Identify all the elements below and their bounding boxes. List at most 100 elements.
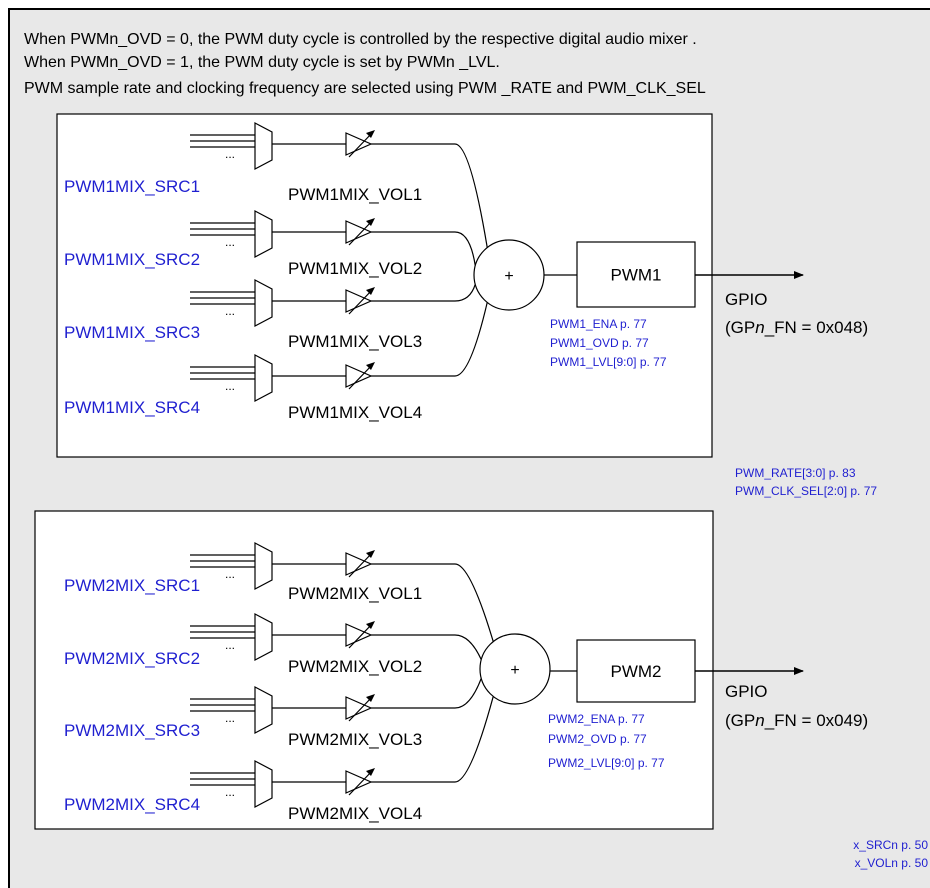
variable-gain-arrow-icon — [348, 131, 374, 158]
mix-volume-label: PWM2MIX_VOL1 — [288, 584, 422, 603]
variable-gain-arrow-head-icon — [366, 218, 375, 226]
volume-amplifier-icon — [345, 623, 373, 647]
pwm-block-label: PWM1 — [611, 266, 662, 285]
source-mux — [254, 122, 273, 170]
footer-ref-src: x_SRCn p. 50 — [853, 838, 928, 852]
variable-gain-arrow-icon — [348, 288, 374, 315]
footer-ref-vol: x_VOLn p. 50 — [855, 856, 929, 870]
input-ellipsis: ... — [225, 304, 235, 318]
pwm-block-label: PWM2 — [611, 662, 662, 681]
gpio-fn-suffix: _FN = 0x049) — [764, 711, 868, 730]
variable-gain-arrow-icon — [348, 219, 374, 246]
gpio-label: GPIO — [725, 682, 768, 701]
mix-source-label: PWM2MIX_SRC1 — [64, 576, 200, 595]
input-ellipsis: ... — [225, 235, 235, 249]
mix-source-label: PWM1MIX_SRC3 — [64, 323, 200, 342]
mix-volume-label: PWM2MIX_VOL2 — [288, 657, 422, 676]
mixer-input-row: ... PWM1MIX_SRC2 PWM1MIX_VOL2 — [64, 210, 476, 278]
input-ellipsis: ... — [225, 379, 235, 393]
mix-source-label: PWM1MIX_SRC2 — [64, 250, 200, 269]
gpio-fn-suffix: _FN = 0x048) — [764, 318, 868, 337]
volume-amplifier-icon — [345, 132, 373, 156]
mix-source-label: PWM2MIX_SRC2 — [64, 649, 200, 668]
input-ellipsis: ... — [225, 785, 235, 799]
volume-amplifier-icon — [345, 552, 373, 576]
mix-volume-label: PWM2MIX_VOL4 — [288, 804, 422, 823]
source-mux — [254, 354, 273, 402]
source-mux — [254, 686, 273, 734]
pwm-register-ref: PWM2_OVD p. 77 — [548, 732, 647, 746]
variable-gain-arrow-head-icon — [366, 550, 375, 558]
pwm-block — [576, 639, 696, 703]
variable-gain-arrow-head-icon — [366, 287, 375, 295]
gpio-function-label: (GPn_FN = 0x049) — [725, 711, 868, 730]
variable-gain-arrow-icon — [348, 695, 374, 722]
mixer-input-row: ... PWM2MIX_SRC1 PWM2MIX_VOL1 — [64, 542, 494, 642]
pwm-register-ref: PWM1_OVD p. 77 — [550, 336, 649, 350]
mix-volume-label: PWM1MIX_VOL4 — [288, 403, 422, 422]
source-mux — [254, 613, 273, 661]
shared-ref-rate: PWM_RATE[3:0] p. 83 — [735, 466, 856, 480]
gpio-fn-prefix: (GP — [725, 318, 755, 337]
pwm-block — [576, 241, 696, 308]
mix-source-label: PWM2MIX_SRC4 — [64, 795, 200, 814]
variable-gain-arrow-head-icon — [366, 130, 375, 138]
volume-amplifier-icon — [345, 696, 373, 720]
summer-plus-label: + — [510, 662, 519, 679]
summer-input-line — [371, 634, 482, 660]
summer-plus-label: + — [504, 268, 513, 285]
mix-volume-label: PWM2MIX_VOL3 — [288, 730, 422, 749]
gpio-fn-italic: n — [755, 318, 764, 337]
variable-gain-arrow-head-icon — [366, 362, 375, 370]
mix-volume-label: PWM1MIX_VOL1 — [288, 185, 422, 204]
shared-ref-clk-sel: PWM_CLK_SEL[2:0] p. 77 — [735, 484, 877, 498]
gpio-fn-italic: n — [755, 711, 764, 730]
gpio-fn-prefix: (GP — [725, 711, 755, 730]
mixer-input-row: ... PWM1MIX_SRC3 PWM1MIX_VOL3 — [64, 279, 476, 351]
input-ellipsis: ... — [225, 711, 235, 725]
mix-volume-label: PWM1MIX_VOL2 — [288, 259, 422, 278]
pwm-register-ref: PWM1_LVL[9:0] p. 77 — [550, 355, 667, 369]
mix-source-label: PWM2MIX_SRC3 — [64, 721, 200, 740]
variable-gain-arrow-head-icon — [366, 621, 375, 629]
source-mux — [254, 542, 273, 590]
mixer-input-row: ... PWM2MIX_SRC4 PWM2MIX_VOL4 — [64, 696, 494, 823]
summer-input-line — [371, 678, 482, 709]
variable-gain-arrow-icon — [348, 551, 374, 578]
pwm-register-ref: PWM1_ENA p. 77 — [550, 317, 647, 331]
volume-amplifier-icon — [345, 220, 373, 244]
summer-node — [479, 633, 551, 705]
pwm-register-ref: PWM2_ENA p. 77 — [548, 712, 645, 726]
mixer-input-row: ... PWM1MIX_SRC1 PWM1MIX_VOL1 — [64, 122, 488, 248]
summer-input-line — [371, 231, 476, 266]
volume-amplifier-icon — [345, 364, 373, 388]
note-line-1: When PWMn_OVD = 0, the PWM duty cycle is… — [24, 31, 697, 48]
summer-input-line — [371, 563, 494, 642]
mixer-input-row: ... PWM2MIX_SRC3 PWM2MIX_VOL3 — [64, 678, 482, 749]
mixer-input-row: ... PWM2MIX_SRC2 PWM2MIX_VOL2 — [64, 613, 482, 676]
mix-volume-label: PWM1MIX_VOL3 — [288, 332, 422, 351]
input-ellipsis: ... — [225, 638, 235, 652]
variable-gain-arrow-icon — [348, 622, 374, 649]
variable-gain-arrow-icon — [348, 363, 374, 390]
volume-amplifier-icon — [345, 289, 373, 313]
summer-input-line — [371, 302, 488, 377]
variable-gain-arrow-head-icon — [366, 694, 375, 702]
note-line-2: When PWMn_OVD = 1, the PWM duty cycle is… — [24, 54, 500, 71]
gpio-function-label: (GPn_FN = 0x048) — [725, 318, 868, 337]
volume-amplifier-icon — [345, 770, 373, 794]
input-ellipsis: ... — [225, 147, 235, 161]
variable-gain-arrow-head-icon — [366, 768, 375, 776]
mix-source-label: PWM1MIX_SRC1 — [64, 177, 200, 196]
input-ellipsis: ... — [225, 567, 235, 581]
source-mux — [254, 210, 273, 258]
source-mux — [254, 760, 273, 808]
summer-input-line — [371, 696, 494, 783]
gpio-label: GPIO — [725, 290, 768, 309]
pwm-register-ref: PWM2_LVL[9:0] p. 77 — [548, 756, 665, 770]
variable-gain-arrow-icon — [348, 769, 374, 796]
mixer-block-2: ... PWM2MIX_SRC1 PWM2MIX_VOL1... PWM2MIX_SR… — [34, 510, 868, 830]
